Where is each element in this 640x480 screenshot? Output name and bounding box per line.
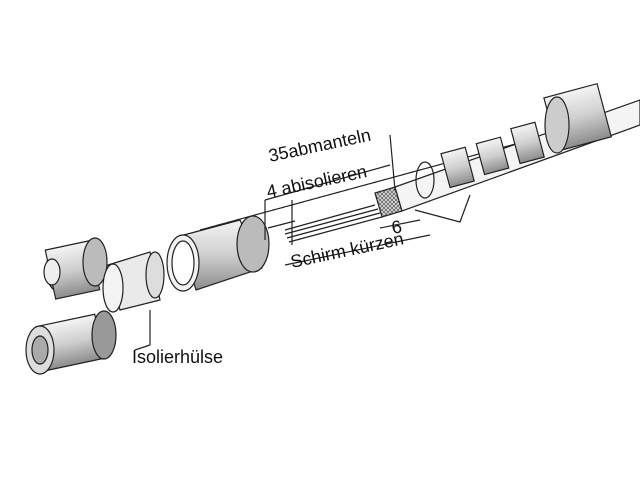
clamp-leader-line (414, 194, 471, 223)
shorten-shield-label: Schirm kürzen (289, 228, 406, 271)
insulating-sleeve-label: Isolierhülse (132, 347, 223, 367)
clamp-parts (440, 121, 545, 189)
stripped-cable-wires (284, 204, 383, 243)
dimension-lines (264, 134, 431, 266)
cable-gland-nut (543, 82, 613, 154)
strip-insulation-label: 4 abisolieren (265, 161, 369, 202)
o-ring (415, 161, 435, 199)
shield-length-label: 6 (390, 216, 404, 238)
sleeve-leader-tick (134, 344, 151, 351)
female-connector-insert (25, 310, 117, 375)
threaded-housing (166, 215, 270, 292)
male-connector-insert (43, 237, 108, 300)
insulating-sleeve (102, 251, 165, 313)
strip-jacket-label: 35abmanteln (267, 125, 373, 166)
